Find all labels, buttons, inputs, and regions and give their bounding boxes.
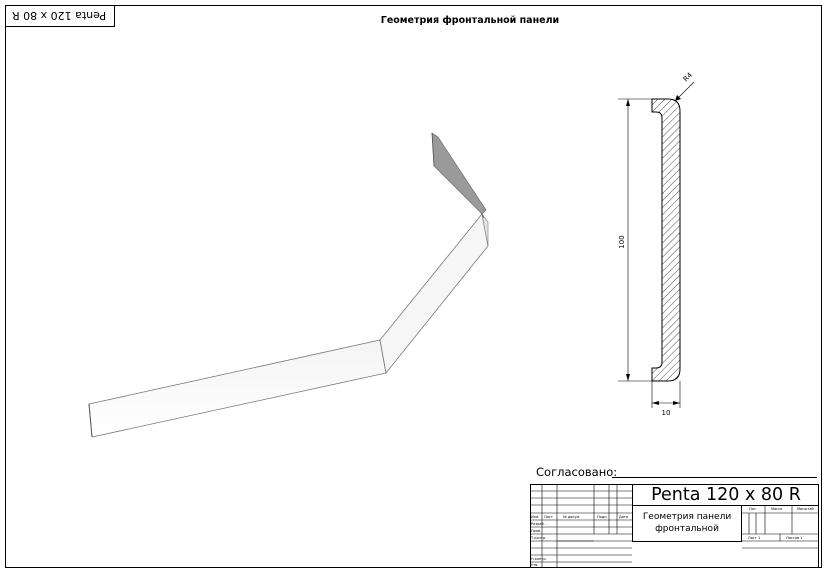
width-label: 10 bbox=[662, 409, 671, 417]
tb-sheet: Лист 1 bbox=[748, 536, 761, 540]
tb-row-izm: Изм. bbox=[531, 515, 540, 519]
tb-sheets: Листов 1 bbox=[786, 536, 803, 540]
dim-arrow-bottom bbox=[626, 374, 630, 381]
title-block-desc-line1: Геометрия панели bbox=[642, 512, 732, 523]
panel-top-edge bbox=[431, 132, 435, 167]
tb-row-tkontr: Т.контр. bbox=[531, 536, 547, 540]
tb-row-list: Лист bbox=[544, 515, 553, 519]
panel-long-face bbox=[88, 339, 387, 438]
title-block bbox=[530, 484, 819, 568]
agreed-label: Согласовано: bbox=[536, 465, 618, 479]
tb-row-utv: Утв. bbox=[531, 563, 539, 567]
tb-col-mass: Масса bbox=[771, 507, 783, 511]
panel-short-face bbox=[379, 213, 489, 374]
radius-arrow bbox=[675, 95, 681, 101]
tb-col-scale: Масштаб bbox=[797, 507, 814, 511]
tb-row-prov: Пров. bbox=[531, 529, 542, 533]
dim-arrow-right bbox=[673, 401, 680, 405]
tb-row-razrab: Разраб. bbox=[531, 522, 545, 526]
title-block-description: Геометрия панели фронтальной bbox=[632, 506, 742, 542]
drawing-frame bbox=[5, 5, 822, 568]
tb-col-lit: Лит. bbox=[749, 507, 758, 511]
panel-inner-shadow bbox=[431, 132, 487, 215]
dim-arrow-left bbox=[652, 401, 659, 405]
tb-row-nkontr: Н.контр. bbox=[531, 557, 547, 561]
cross-section: R4 100 10 bbox=[618, 71, 694, 417]
panel-corner-bevel bbox=[481, 213, 489, 247]
panel-end-edge bbox=[88, 403, 93, 438]
title-block-desc-line2: фронтальной bbox=[655, 523, 719, 534]
radius-label: R4 bbox=[682, 71, 695, 84]
corner-stamp: Penta 120 x 80 R bbox=[5, 5, 115, 27]
sheet-title: Геометрия фронтальной панели bbox=[380, 15, 560, 26]
title-block-product: Penta 120 x 80 R bbox=[632, 484, 819, 506]
dim-arrow-top bbox=[626, 99, 630, 106]
tb-row-date: Дата bbox=[619, 515, 629, 519]
title-block-grid bbox=[530, 484, 819, 568]
agreed-signature-line bbox=[612, 477, 817, 478]
panel-3d-view bbox=[88, 132, 489, 438]
tb-row-sign: Подп. bbox=[597, 515, 608, 519]
tb-row-doc: № докум. bbox=[563, 515, 581, 519]
section-profile bbox=[651, 98, 681, 382]
height-label: 100 bbox=[618, 235, 626, 248]
